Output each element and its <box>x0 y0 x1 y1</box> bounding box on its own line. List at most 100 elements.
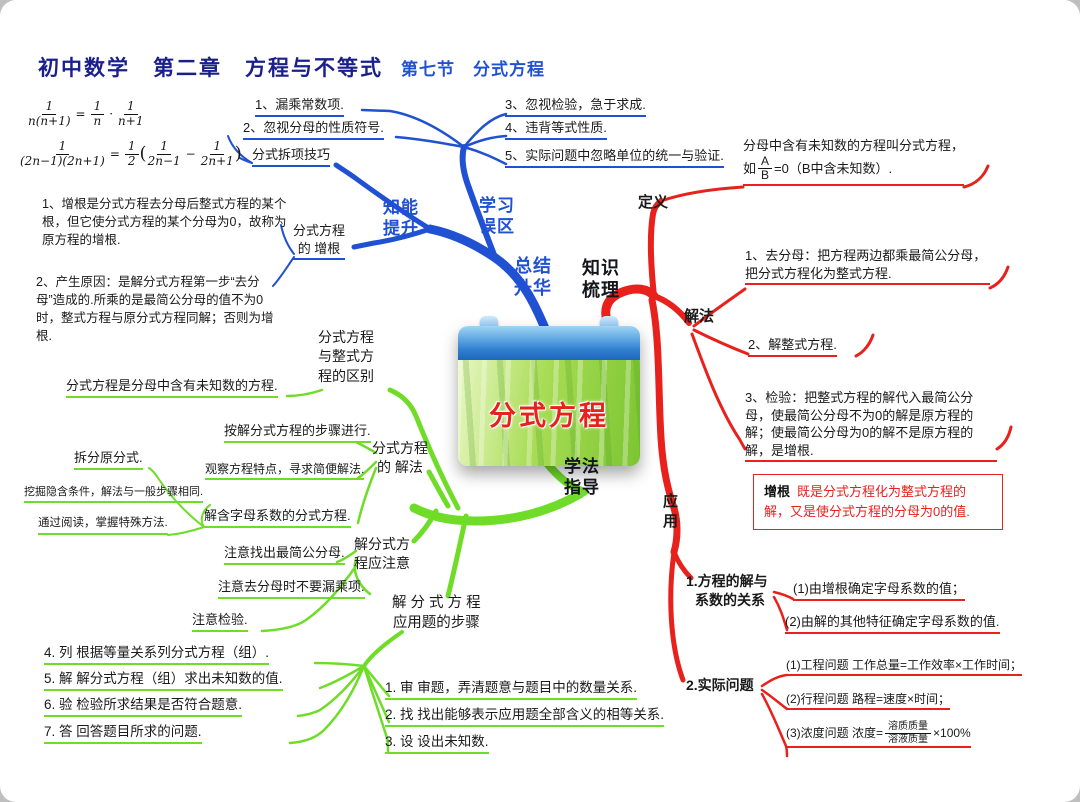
label-line: 误区 <box>479 216 515 236</box>
label-line: 解 分 式 方 程 <box>392 595 481 611</box>
app-label-practical-problems: 2.实际问题 <box>686 677 754 693</box>
label-line: 分式方程 <box>372 440 428 456</box>
label-line: 学法 <box>564 457 600 476</box>
zenggen-explanation-1: 1、增根是分式方程去分母后整式方程的某个根，但它使分式方程的某个分母为0，故称为… <box>42 197 287 248</box>
denominator: 溶液质量 <box>888 733 929 745</box>
denominator: 2n+1 <box>200 153 234 168</box>
label-line: 学习 <box>479 196 515 215</box>
numerator: 1 <box>123 99 138 115</box>
zenggen-note-box: 增根既是分式方程化为整式方程的解，又是使分式方程的分母为0的值. <box>753 474 1003 531</box>
label-line: 分式方程 <box>318 329 374 345</box>
zenggen-note-body: 既是分式方程化为整式方程的解，又是使分式方程的分母为0的值. <box>764 484 970 520</box>
green-branch-lines <box>148 387 588 753</box>
center-topic-card: 分式方程 <box>458 316 640 466</box>
branch-label-xuexi-wuqu: 学习 误区 <box>479 196 515 237</box>
label-line: 应用题的步骤 <box>392 615 480 631</box>
numerator: 1 <box>210 139 225 155</box>
numerator: 1 <box>55 139 70 155</box>
concentration-pre: (3)浓度问题 浓度= <box>786 725 884 740</box>
app1-item-1: (1)由增根确定字母系数的值； <box>793 580 965 601</box>
node-green-jiefa-label: 分式方程 的 解法 <box>372 439 428 478</box>
step-lie: 4. 列 根据等量关系列分式方程（组）. <box>44 644 270 666</box>
numerator: 1 <box>42 99 57 115</box>
mistake-item-5: 5、实际问题中忽略单位的统一与验证. <box>505 147 724 168</box>
mistake-item-4: 4、违背等式性质. <box>505 119 607 140</box>
zhuyi-item-3: 注意检验. <box>192 611 248 632</box>
app-label-solution-coefficient: 1.方程的解与 系数的关系 <box>686 572 768 611</box>
branch-label-zhineng-tisheng: 知能 提升 <box>383 198 419 239</box>
app2-item-1: (1)工程问题 工作总量=工作效率×工作时间； <box>786 657 1023 677</box>
label-line: 知能 <box>383 198 419 217</box>
denominator: B <box>761 168 770 183</box>
label-line: 梳理 <box>582 279 620 300</box>
label-line: 系数的关系 <box>695 592 765 609</box>
qubie-text: 分式方程是分母中含有未知数的方程. <box>66 377 278 398</box>
mistake-item-3: 3、忽视检验，急于求成. <box>505 96 646 117</box>
branch-label-zhishi-shuli: 知识 梳理 <box>582 258 620 302</box>
zimu-item-3: 通过阅读，掌握特殊方法. <box>38 516 168 535</box>
node-qubie-label: 分式方程 与整式方 程的区别 <box>318 328 374 386</box>
label-line: 与整式方 <box>318 348 374 365</box>
green-jiefa-item-1: 按解分式方程的步骤进行. <box>224 422 371 443</box>
node-buzhou-label: 解 分 式 方 程 应用题的步骤 <box>392 593 481 633</box>
fraction: 1(2n−1)(2n+1) <box>20 139 105 169</box>
mistake-item-1: 1、漏乘常数项. <box>255 96 344 117</box>
node-zhuyi-label: 解分式方 程应注意 <box>354 535 410 574</box>
equals-sign: = <box>109 147 120 162</box>
step-she: 3. 设 设出未知数. <box>385 733 489 755</box>
step-shen: 1. 审 审题，弄清题意与题目中的数量关系. <box>385 679 638 701</box>
center-topic-label: 分式方程 <box>489 400 609 431</box>
denominator: (2n−1)(2n+1) <box>20 153 105 168</box>
label-line: 应 <box>663 493 679 510</box>
step-da: 7. 答 回答题目所求的问题. <box>44 723 202 745</box>
numerator: 溶质质量 <box>885 721 932 734</box>
label-line: 用 <box>663 512 679 530</box>
title-section: 第七节 分式方程 <box>401 60 545 79</box>
label-line: 分式方程 <box>293 223 346 238</box>
jiefa-step-2: 2、解整式方程. <box>748 336 837 357</box>
denominator: n <box>93 113 102 128</box>
jiefa-step-1: 1、去分母：把方程两边都乘最简公分母，把分式方程化为整式方程. <box>745 247 990 286</box>
open-paren: ( <box>139 143 147 165</box>
label-line: 指导 <box>564 477 600 497</box>
label-line: 程应注意 <box>354 555 410 572</box>
zhuyi-item-2: 注意去分母时不要漏乘项. <box>218 578 365 599</box>
denominator: 2n−1 <box>147 153 181 168</box>
close-paren: ) <box>234 143 242 165</box>
label-line: 解分式方 <box>354 536 410 552</box>
jiefa-step-3: 3、检验：把整式方程的解代入最简公分母，使最简公分母不为0的解是原方程的解；使最… <box>745 389 997 463</box>
dot-operator: · <box>109 107 114 122</box>
numerator: 1 <box>157 139 171 155</box>
step-zhao: 2. 找 找出能够表示应用题全部含义的相等关系. <box>385 706 665 728</box>
numerator: A <box>758 154 773 170</box>
label-line: 的 解法 <box>377 459 423 476</box>
denominator: n+1 <box>118 113 144 128</box>
equals-sign: = <box>75 107 86 122</box>
mistake-item-2: 2、忽视分母的性质符号. <box>243 119 384 140</box>
title-main: 初中数学 第二章 方程与不等式 <box>38 57 383 80</box>
calendar-header <box>458 326 640 360</box>
step-yan: 6. 验 检验所求结果是否符合题意. <box>44 696 243 718</box>
step-jie: 5. 解 解分式方程（组）求出未知数的值. <box>44 670 283 692</box>
page-title: 初中数学 第二章 方程与不等式 第七节 分式方程 <box>38 52 545 82</box>
label-line: 总结 <box>514 256 552 276</box>
node-jiefa: 解法 <box>684 308 715 325</box>
branch-label-xuefa-zhidao: 学法 指导 <box>564 457 600 498</box>
zenggen-term: 增根 <box>764 484 791 499</box>
node-chaixiang-jiqiao: 分式拆项技巧 <box>252 146 331 167</box>
definition-pre: 如 <box>743 161 757 177</box>
label-line: 程的区别 <box>318 367 374 384</box>
label-line: 1.方程的解与 <box>686 573 768 589</box>
zenggen-explanation-2: 2、产生原因：是解分式方程第一步“去分母”造成的.所乘的是最简公分母的值不为0时… <box>36 275 274 344</box>
app1-item-2: (2)由解的其他特征确定字母系数的值. <box>785 613 1000 634</box>
